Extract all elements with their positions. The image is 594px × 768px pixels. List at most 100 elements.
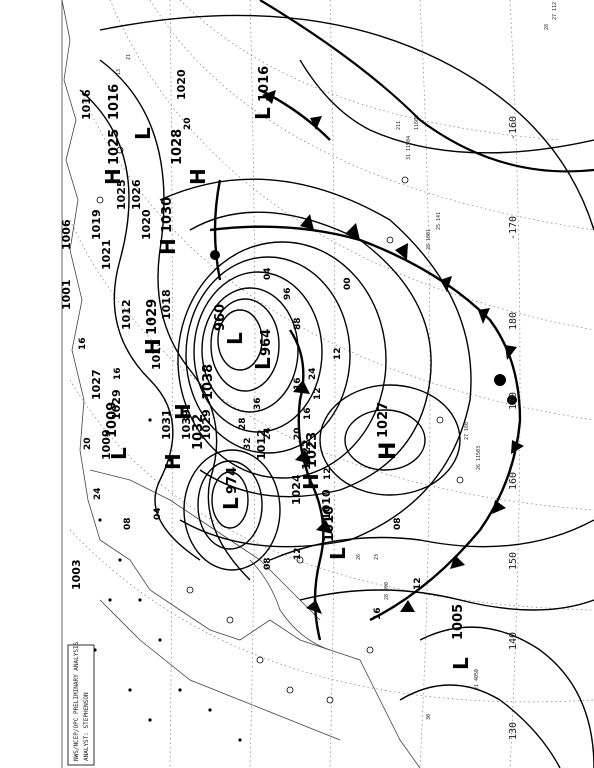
longitude-label: 150 [508, 552, 519, 570]
pressure-center-high: H 1032 [161, 414, 206, 470]
low-symbol: L [131, 127, 155, 140]
isobar-label: 16 [303, 407, 313, 420]
isobar-label: 20 [183, 117, 193, 130]
isobar-label: 12 [313, 387, 323, 400]
high-symbol: H [161, 453, 185, 470]
isobar-label: 00 [343, 277, 353, 290]
low-symbol: L [251, 107, 275, 120]
low-symbol: L [251, 357, 275, 370]
isobar-label: 28 [238, 417, 248, 430]
isobar-label: 24 [263, 427, 273, 440]
high-symbol: H [376, 442, 401, 460]
pressure-centers: H 1028 H 1030 H 1025 H 1027 H 1029 H 103… [101, 66, 473, 670]
pressure-value: 1027 [376, 402, 391, 438]
isobar-label: 24 [308, 367, 318, 380]
isobar-label: 1026 [130, 179, 143, 210]
isobar-label: 1009 [100, 429, 113, 460]
high-symbol: H [156, 238, 180, 255]
isobar-label: 1003 [70, 559, 83, 590]
isobar-label: 1001 [60, 279, 73, 310]
station-sample: 28 [544, 24, 550, 30]
isobar-label: 96 [283, 287, 293, 300]
pressure-center-low: L 1009 [105, 402, 131, 460]
pressure-center-high: H 1030 [156, 197, 180, 255]
longitude-label: 160 [508, 472, 519, 490]
graticule [69, 0, 594, 768]
isobar-label: 1018 [160, 289, 173, 320]
low-symbol: L [326, 547, 350, 560]
pressure-value: 1005 [451, 604, 466, 640]
isobar-label: 1011 [150, 339, 163, 370]
isobar-label: 1012 [120, 299, 133, 330]
station-sample: 23 [374, 554, 380, 560]
station-sample: 11606 [414, 115, 420, 130]
station-sample: 21 4050 [474, 669, 480, 690]
station-sample: 13 [116, 69, 122, 75]
high-symbol: H [141, 338, 165, 355]
isobar-label: 16 [113, 367, 123, 380]
isobar-label: 1025 [115, 179, 128, 210]
isobar-label: 12 [413, 577, 423, 590]
station-sample: 26 [356, 554, 362, 560]
longitude-label: 170 [508, 392, 519, 410]
station-sample: 211 [396, 121, 402, 130]
pressure-value: 1025 [107, 129, 122, 165]
pressure-center-low: L 974 [219, 467, 243, 510]
station-sample: 28 1001 [426, 229, 432, 250]
isobar-label: 12 [333, 347, 343, 360]
isobar-label: 1010 [320, 489, 333, 520]
station-sample: 27 112 [552, 2, 558, 20]
pressure-center-high: H 1027 [376, 402, 401, 460]
station-sample: 21 [126, 54, 132, 60]
isobar-label: 08 [393, 517, 403, 530]
isobar-label: 88 [293, 317, 303, 330]
low-symbol: L [223, 332, 247, 345]
isobar-labels: 1616202408041216049688001224161208121620… [60, 69, 423, 620]
isobar-label: 1031 [160, 409, 173, 440]
station-text: 27 112 28 211 11606 25 141 28 1001 31 11… [116, 2, 558, 720]
pressure-value: 1023 [305, 432, 320, 468]
high-symbol: H [101, 168, 125, 185]
longitude-label: 180 [508, 312, 519, 330]
low-symbol: L [449, 657, 473, 670]
isobar-label: 1029 [110, 389, 123, 420]
isobar-label: 12 [323, 467, 333, 480]
pressure-center-low: L 1005 [449, 604, 473, 670]
isobar-label: 20 [293, 427, 303, 440]
isobar-label: 1039 [180, 409, 193, 440]
legend-line: ANALYST: STEPHENSON [83, 692, 90, 761]
low-symbol: L [219, 497, 243, 510]
isobar-label: 08 [263, 557, 273, 570]
isobar-label: 1029 [200, 409, 213, 440]
analysis-legend: NWS/NCEP/OPC PRELIMINARY ANALYSIS ANALYS… [67, 641, 95, 766]
isobar-label: 16 [293, 377, 303, 390]
station-sample: 27 160 [464, 422, 470, 440]
longitude-labels: -160 -170 180 170 160 150 140 130 [508, 116, 519, 740]
longitude-label: 140 [508, 632, 519, 650]
pressure-value: 974 [225, 467, 240, 494]
low-symbol: L [107, 447, 131, 460]
isobar-label: 1021 [100, 239, 113, 270]
isobars [79, 0, 594, 768]
isobar-label: 1019 [90, 209, 103, 240]
isobar-label: 24 [93, 487, 103, 500]
pressure-center-high: H 1025 [101, 129, 125, 185]
pressure-center-high: H 1038 [171, 364, 216, 420]
isobar-label: 20 [83, 437, 93, 450]
isobar-label: 04 [263, 267, 273, 280]
pressure-value: 1016 [107, 84, 122, 120]
pressure-value: 960 [213, 304, 228, 331]
station-sample: 26 11503 [476, 446, 482, 470]
pressure-center-high: H 1023 [299, 432, 323, 490]
pressure-center-high: H 1028 [170, 129, 210, 185]
pressure-center-low: L 1016 [251, 66, 275, 120]
pressure-value: 1016 [257, 66, 272, 102]
legend-box [67, 644, 95, 766]
pressure-value: 1029 [145, 299, 160, 335]
pressure-center-low: L 964 [251, 329, 275, 370]
pressure-center-low: L 1016 [107, 84, 155, 140]
longitude-label: -170 [508, 216, 519, 240]
high-symbol: H [299, 473, 323, 490]
isobar-label: 32 [243, 437, 253, 450]
